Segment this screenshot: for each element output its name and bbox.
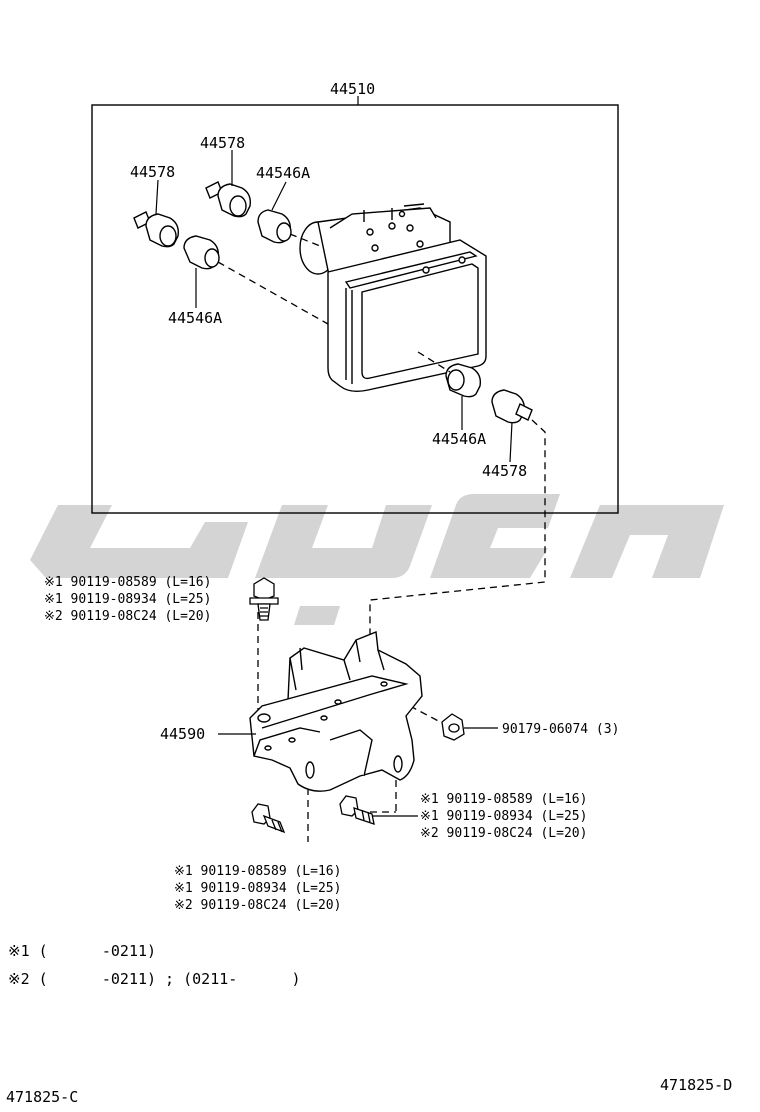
bolt-icon bbox=[249, 577, 375, 834]
watermark-logo bbox=[30, 494, 724, 625]
nut-icon bbox=[441, 713, 465, 741]
label-bracket: 44590 bbox=[160, 725, 205, 743]
bolt-right-line-3: ※2 90119-08C24 (L=20) bbox=[420, 826, 587, 841]
cushion-icon bbox=[183, 209, 482, 398]
assembly-frame bbox=[91, 104, 619, 514]
ref-code-right: 471825-D bbox=[660, 1076, 733, 1094]
label-nut: 90179-06074 (3) bbox=[502, 722, 619, 737]
label-cushion-left: 44546A bbox=[168, 309, 222, 327]
bolt-bottom-line-2: ※1 90119-08934 (L=25) bbox=[174, 881, 341, 896]
label-assembly: 44510 bbox=[330, 80, 375, 98]
bolt-top-line-1: ※1 90119-08589 (L=16) bbox=[44, 575, 211, 590]
footnote-2: ※2 ( -0211) ; (0211- ) bbox=[8, 970, 301, 988]
leader-lines bbox=[155, 150, 513, 463]
bolt-right-line-2: ※1 90119-08934 (L=25) bbox=[420, 809, 587, 824]
bolt-bottom-line-3: ※2 90119-08C24 (L=20) bbox=[174, 898, 341, 913]
bolt-top-line-3: ※2 90119-08C24 (L=20) bbox=[44, 609, 211, 624]
label-cushion-top: 44546A bbox=[256, 164, 310, 182]
label-plug-left: 44578 bbox=[130, 163, 175, 181]
hydraulic-unit-icon bbox=[299, 203, 487, 393]
bracket-icon bbox=[249, 631, 423, 792]
plug-icon bbox=[133, 181, 533, 424]
bolt-top-line-2: ※1 90119-08934 (L=25) bbox=[44, 592, 211, 607]
ref-code-left: 471825-C bbox=[6, 1088, 79, 1106]
bolt-right-line-1: ※1 90119-08589 (L=16) bbox=[420, 792, 587, 807]
alignment-lines bbox=[217, 233, 546, 842]
label-cushion-right: 44546A bbox=[432, 430, 486, 448]
label-plug-top: 44578 bbox=[200, 134, 245, 152]
footnote-1: ※1 ( -0211) bbox=[8, 942, 157, 960]
label-plug-right: 44578 bbox=[482, 462, 527, 480]
bolt-bottom-line-1: ※1 90119-08589 (L=16) bbox=[174, 864, 341, 879]
